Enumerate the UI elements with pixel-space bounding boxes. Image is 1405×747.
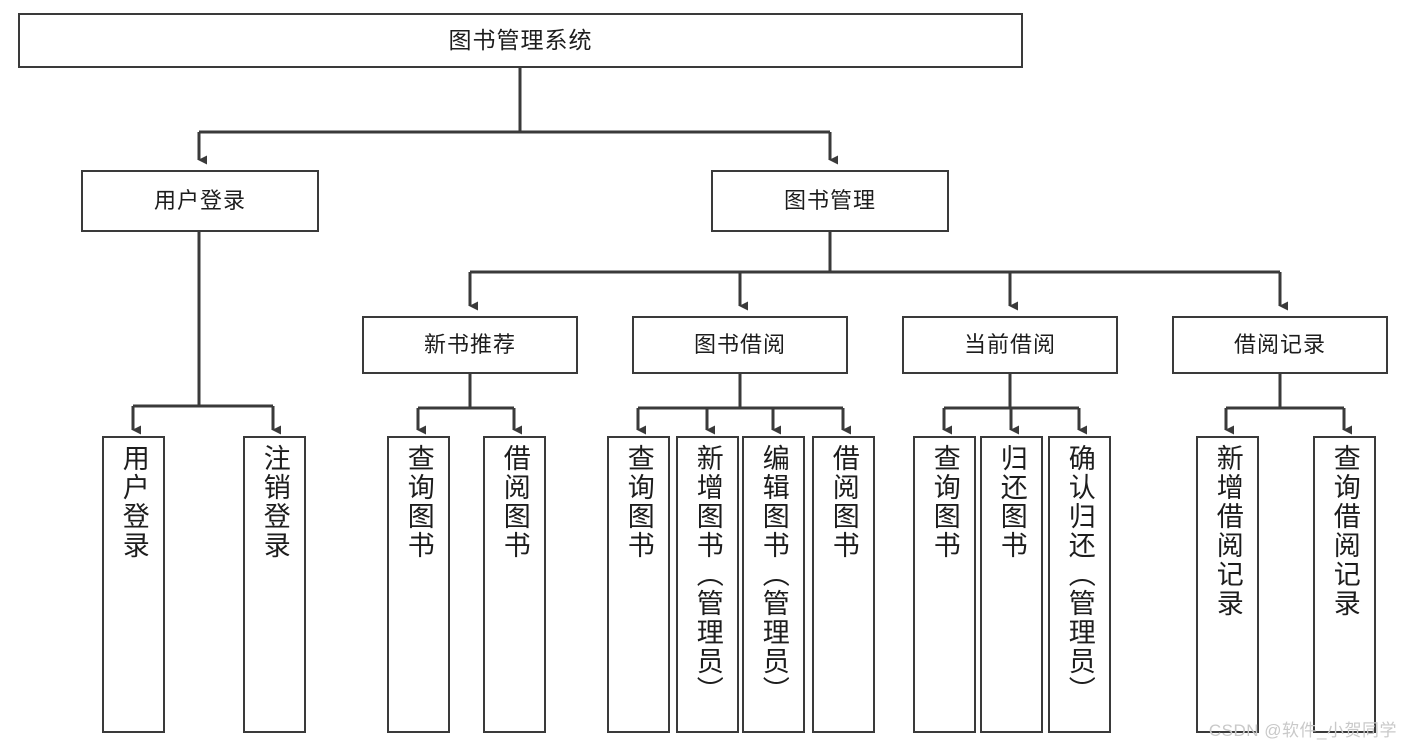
node-label: 查询借阅记录 xyxy=(1329,444,1360,618)
leaf-return-book[interactable]: 归还图书 xyxy=(980,436,1043,733)
node-label: 归还图书 xyxy=(996,444,1027,560)
node-label: 注销登录 xyxy=(259,444,290,560)
leaf-query-book-current[interactable]: 查询图书 xyxy=(913,436,976,733)
node-label: 用户登录 xyxy=(118,444,149,560)
leaf-query-book-borrow[interactable]: 查询图书 xyxy=(607,436,670,733)
leaf-add-borrow-record[interactable]: 新增借阅记录 xyxy=(1196,436,1259,733)
leaf-borrow-book-recommend[interactable]: 借阅图书 xyxy=(483,436,546,733)
node-label: 借阅图书 xyxy=(499,444,530,560)
node-current-borrow[interactable]: 当前借阅 xyxy=(902,316,1118,374)
node-user-login[interactable]: 用户登录 xyxy=(81,170,319,232)
node-label: 查询图书 xyxy=(929,444,960,560)
leaf-logout[interactable]: 注销登录 xyxy=(243,436,306,733)
node-label: 图书管理系统 xyxy=(448,26,593,53)
node-label: 新增图书（管理员） xyxy=(692,444,723,705)
leaf-confirm-return-admin[interactable]: 确认归还（管理员） xyxy=(1048,436,1111,733)
node-label: 新书推荐 xyxy=(423,331,516,357)
leaf-user-login[interactable]: 用户登录 xyxy=(102,436,165,733)
leaf-borrow-book[interactable]: 借阅图书 xyxy=(812,436,875,733)
node-label: 借阅记录 xyxy=(1233,331,1326,357)
node-label: 当前借阅 xyxy=(963,331,1056,357)
node-borrow-record[interactable]: 借阅记录 xyxy=(1172,316,1388,374)
node-label: 查询图书 xyxy=(623,444,654,560)
leaf-add-book-admin[interactable]: 新增图书（管理员） xyxy=(676,436,739,733)
node-label: 编辑图书（管理员） xyxy=(758,444,789,705)
node-root-system[interactable]: 图书管理系统 xyxy=(18,13,1023,68)
node-label: 确认归还（管理员） xyxy=(1064,444,1095,705)
node-label: 新增借阅记录 xyxy=(1212,444,1243,618)
node-label: 用户登录 xyxy=(153,187,246,213)
node-book-borrow[interactable]: 图书借阅 xyxy=(632,316,848,374)
node-label: 查询图书 xyxy=(403,444,434,560)
node-label: 借阅图书 xyxy=(828,444,859,560)
leaf-query-borrow-record[interactable]: 查询借阅记录 xyxy=(1313,436,1376,733)
node-label: 图书管理 xyxy=(783,187,876,213)
node-book-management[interactable]: 图书管理 xyxy=(711,170,949,232)
node-new-book-recommend[interactable]: 新书推荐 xyxy=(362,316,578,374)
leaf-edit-book-admin[interactable]: 编辑图书（管理员） xyxy=(742,436,805,733)
leaf-query-book-recommend[interactable]: 查询图书 xyxy=(387,436,450,733)
node-label: 图书借阅 xyxy=(693,331,786,357)
